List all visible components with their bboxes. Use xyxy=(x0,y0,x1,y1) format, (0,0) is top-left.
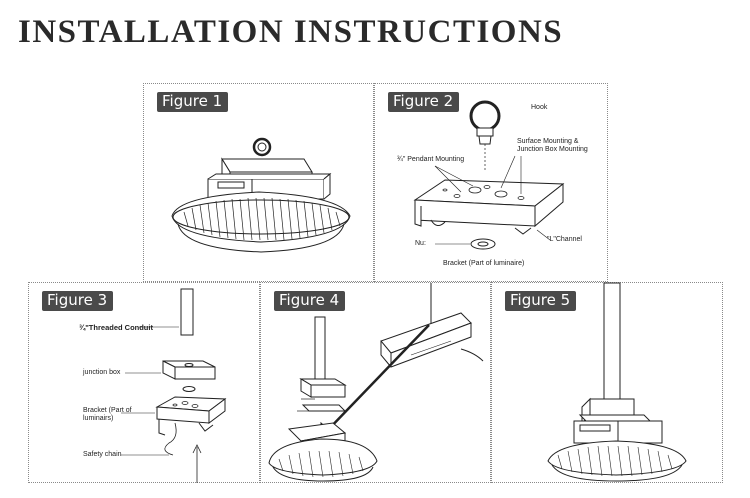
figure-1-panel: Figure 1 xyxy=(143,83,374,282)
hook-caption: Hook xyxy=(531,104,548,111)
pendant-mounting-caption: ¾" Pendant Mounting xyxy=(397,156,465,163)
threaded-conduit-caption: ¾"Threaded Conduit xyxy=(79,323,153,332)
figure-2-panel: Figure 2 xyxy=(374,83,608,282)
nut-caption: Nu: xyxy=(415,240,426,247)
bracket-caption-line2: luminairs) xyxy=(83,415,114,422)
figure-4-panel: Figure 4 xyxy=(260,282,491,483)
figure-1-label: Figure 1 xyxy=(157,92,229,112)
high-bay-light-illustration xyxy=(171,137,351,253)
hanging-fixture-illustration xyxy=(268,283,484,482)
page-title: INSTALLATION INSTRUCTIONS xyxy=(18,14,564,50)
bracket-caption: Bracket (Part of luminaire) xyxy=(443,260,525,267)
figure-3-label: Figure 3 xyxy=(42,291,114,311)
junction-box-mounting-caption: Junction Box Mounting xyxy=(517,146,588,153)
l-channel-caption: "L"Channel xyxy=(547,236,582,243)
conduit-assembly-illustration xyxy=(121,288,227,483)
installed-fixture-illustration xyxy=(547,282,687,482)
figure-4-label: Figure 4 xyxy=(274,291,346,311)
surface-mounting-caption: Surface Mounting & xyxy=(517,138,579,145)
bracket-mounting-illustration xyxy=(413,100,565,250)
figure-5-panel: Figure 5 xyxy=(491,282,723,483)
figure-5-label: Figure 5 xyxy=(505,291,577,311)
figure-3-panel: Figure 3 xyxy=(28,282,260,483)
figure-2-label: Figure 2 xyxy=(388,92,460,112)
bracket-caption-line1: Bracket (Part of xyxy=(83,407,132,414)
safety-chain-caption: Safety chain xyxy=(83,451,122,458)
junction-box-caption: junction box xyxy=(83,369,121,376)
